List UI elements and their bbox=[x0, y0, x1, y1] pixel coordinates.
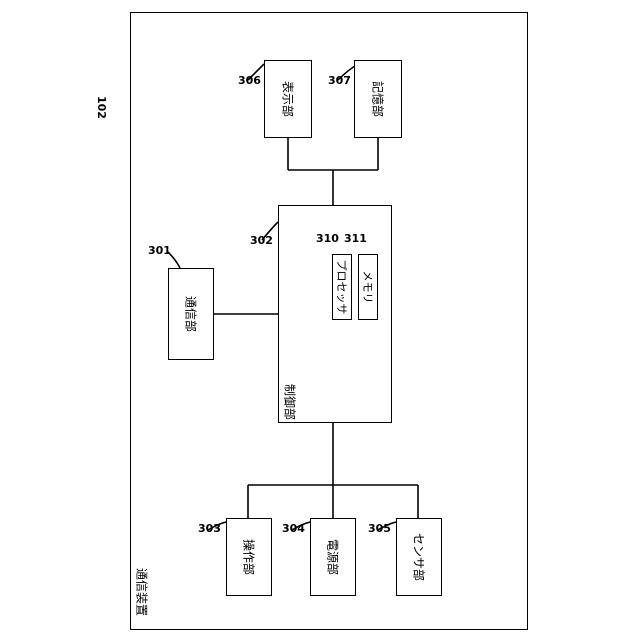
processor-ref: 310 bbox=[316, 232, 339, 245]
operation-unit-ref: 303 bbox=[198, 522, 221, 535]
control-unit-ref: 302 bbox=[250, 234, 273, 247]
power-unit-ref: 304 bbox=[282, 522, 305, 535]
control-unit-label: 制御部 bbox=[282, 384, 299, 420]
power-unit-label: 電源部 bbox=[325, 539, 342, 575]
sensor-unit-label: センサ部 bbox=[411, 533, 428, 581]
display-unit-label: 表示部 bbox=[280, 81, 297, 117]
memory-ref: 311 bbox=[344, 232, 367, 245]
storage-unit-ref: 307 bbox=[328, 74, 351, 87]
processor-label: プロセッサ bbox=[334, 260, 350, 315]
device-ref: 102 bbox=[95, 96, 108, 119]
comm-unit-label: 通信部 bbox=[183, 296, 200, 332]
storage-unit-label: 記憶部 bbox=[370, 81, 387, 117]
comm-unit-ref: 301 bbox=[148, 244, 171, 257]
device-title: 通信装置 bbox=[134, 568, 151, 616]
sensor-unit-ref: 305 bbox=[368, 522, 391, 535]
memory-label: メモリ bbox=[360, 271, 376, 304]
operation-unit-label: 操作部 bbox=[241, 539, 258, 575]
display-unit-ref: 306 bbox=[238, 74, 261, 87]
